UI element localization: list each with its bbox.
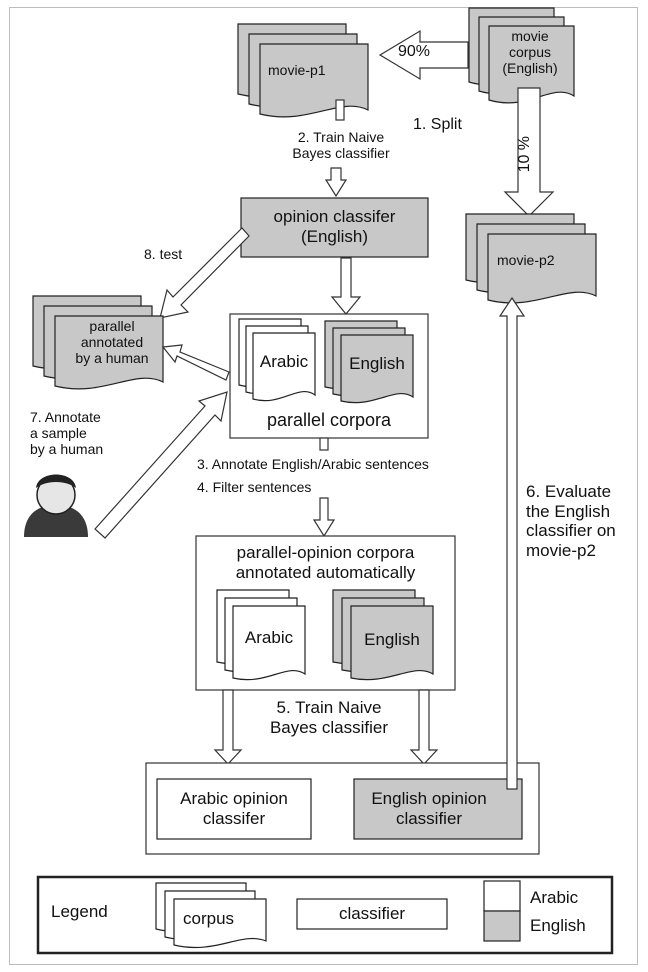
arrow-classifier-to-parallel [330, 257, 362, 315]
step-evaluate-line-4: movie-p2 [526, 540, 596, 560]
arrow-90-percent [378, 29, 469, 81]
movie-p2-label: movie-p2 [497, 252, 555, 268]
opinion-english-label: English [364, 630, 420, 649]
human-icon [24, 474, 88, 537]
arabic-classifier-label: Arabic opinion classifer [157, 789, 311, 828]
legend-arabic-swatch [483, 880, 521, 912]
step-train-2-line-2: Bayes classifier [269, 717, 389, 737]
opinion-classifier-line-1: opinion classifer [273, 207, 396, 226]
step-annotate-human-line-3: by a human [30, 441, 104, 458]
movie-corpus-label: movie corpus (English) [492, 28, 568, 76]
arrow-parallel-to-annotated [161, 344, 230, 381]
step-annotate-human-line-1: 7. Annotate [30, 409, 101, 425]
step-train-1-line-1: 2. Train Naive [297, 129, 385, 145]
step-split: 1. Split [413, 116, 462, 133]
legend-classifier-icon [296, 898, 448, 930]
movie-corpus-line-1: movie [511, 28, 549, 44]
ten-percent-label: 10 % [516, 135, 534, 173]
parallel-annotated-line-2: annotated [80, 334, 144, 351]
step-filter-sentences: 4. Filter sentences [197, 479, 312, 495]
step-evaluate-line-2: the English [526, 501, 611, 521]
opinion-classifier-line-2: (English) [300, 226, 369, 246]
opinion-english-stack [332, 589, 434, 681]
arrow-10-percent [503, 87, 555, 217]
movie-p2-stack [465, 213, 597, 304]
movie-corpus-line-3: (English) [502, 60, 558, 77]
arrow-train-arabic [213, 689, 243, 765]
arrow-annotate-filter [312, 437, 336, 538]
step-annotate-human: 7. Annotate a sample by a human [30, 409, 103, 457]
parallel-arabic-stack [238, 318, 316, 402]
arrow-train-english [409, 689, 439, 765]
opinion-arabic-stack [216, 589, 306, 681]
parallel-annotated-label: parallel annotated by a human [62, 318, 162, 366]
parallel-english-label: English [349, 354, 405, 373]
arrow-test [159, 227, 250, 319]
movie-p1-label: movie-p1 [268, 62, 326, 78]
step-annotate-human-line-2: a sample [30, 425, 87, 442]
parallel-annotated-line-1: parallel [89, 318, 135, 334]
arabic-classifier-line-1: Arabic opinion [180, 789, 288, 808]
opinion-arabic-label: Arabic [244, 628, 294, 647]
english-classifier-line-1: English opinion [371, 789, 487, 808]
legend-arabic-label: Arabic [530, 888, 579, 907]
step-train-2: 5. Train Naive Bayes classifier [240, 698, 418, 737]
movie-corpus-line-2: corpus [508, 44, 552, 61]
parallel-annotated-line-3: by a human [75, 350, 149, 367]
arabic-classifier-box [156, 778, 312, 840]
figure-frame [9, 7, 638, 965]
legend-corpus-icon [155, 882, 267, 949]
step-train-2-line-1: 5. Train Naive [276, 698, 382, 717]
legend-classifier-label: classifier [338, 904, 406, 923]
parallel-arabic-label: Arabic [259, 352, 309, 371]
legend-corpus-label: corpus [183, 909, 235, 928]
parallel-annotated-stack [32, 295, 164, 390]
arrow-train-1 [324, 99, 348, 198]
step-test: 8. test [144, 246, 183, 262]
movie-p1-stack [237, 23, 369, 118]
parallel-opinion-title-line-1: parallel-opinion corpora [236, 543, 415, 562]
ninety-percent-label: 90% [398, 43, 431, 60]
parallel-opinion-title-line-2: annotated automatically [235, 562, 416, 582]
english-classifier-line-2: classifier [395, 808, 463, 828]
step-train-1-line-2: Bayes classifier [292, 145, 390, 162]
arrow-annotate-human [94, 391, 228, 539]
english-classifier-label: English opinion classifier [354, 789, 504, 828]
step-train-1: 2. Train Naive Bayes classifier [258, 129, 424, 161]
english-classifier-box [353, 778, 523, 840]
step-evaluate-line-1: 6. Evaluate [526, 482, 612, 501]
step-evaluate-line-3: classifier on [526, 521, 616, 541]
step-annotate-sentences: 3. Annotate English/Arabic sentences [197, 456, 429, 472]
opinion-classifier-box [240, 197, 429, 258]
legend-title: Legend [51, 902, 108, 921]
legend-english-label: English [530, 916, 586, 935]
arrow-evaluate [498, 296, 526, 790]
opinion-classifier-label: opinion classifer (English) [241, 207, 428, 246]
parallel-corpora-title: parallel corpora [266, 410, 392, 430]
step-evaluate: 6. Evaluate the English classifier on mo… [526, 482, 616, 560]
parallel-opinion-title: parallel-opinion corpora annotated autom… [196, 543, 455, 582]
movie-corpus-stack [468, 7, 575, 104]
arabic-classifier-line-2: classifer [202, 808, 266, 828]
legend-english-swatch [483, 910, 521, 942]
parallel-english-stack [324, 320, 414, 404]
